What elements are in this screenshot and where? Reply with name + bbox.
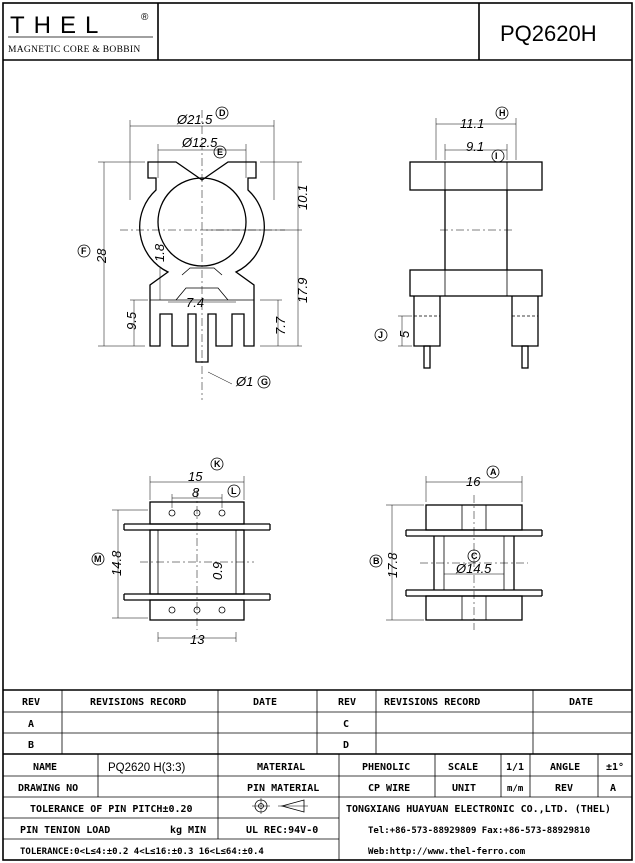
pin-tension-unit: kg MIN <box>170 825 206 836</box>
dim-lower-part: 17.9 <box>295 278 310 303</box>
callout-k: K <box>214 459 221 469</box>
date-header-left: DATE <box>253 697 277 708</box>
side-view: 11.1 H 9.1 I J 5 <box>374 106 543 369</box>
callout-h: H <box>499 108 506 118</box>
dim-pin-length-2: 7.7 <box>273 316 288 335</box>
date-header-right: DATE <box>569 697 593 708</box>
rev-header-right: REV <box>338 697 356 708</box>
end-view: 16 A B 17.8 C Ø14.5 <box>369 465 543 630</box>
dim-pin-length: 9.5 <box>124 311 139 330</box>
rev-row-b: B <box>28 740 34 751</box>
dim-pin-height: 5 <box>397 330 412 338</box>
rev-row-c: C <box>343 719 349 730</box>
name-label: NAME <box>33 762 57 773</box>
rev-row-a: A <box>28 719 34 730</box>
callout-e: E <box>217 147 223 157</box>
pin-material-value: CP WIRE <box>368 783 410 794</box>
unit-label: UNIT <box>452 783 476 794</box>
rev-row-d: D <box>343 740 349 751</box>
dim-top-width: 15 <box>188 469 203 484</box>
drawing-no-label: DRAWING NO <box>18 783 78 794</box>
dim-bottom-width: 13 <box>190 632 205 647</box>
top-view: 15 K 8 L M 14.8 0.9 13 <box>91 457 271 647</box>
revision-table: REV REVISIONS RECORD DATE REV REVISIONS … <box>3 689 632 755</box>
dim-slot-width: 7.4 <box>186 295 204 310</box>
material-value: PHENOLIC <box>362 762 410 773</box>
callout-d: D <box>219 108 226 118</box>
scale-label: SCALE <box>448 762 478 773</box>
title-block: NAME PQ2620 H(3:3) MATERIAL PHENOLIC SCA… <box>3 754 632 860</box>
dim-inner-diameter: Ø12.5 <box>181 135 218 150</box>
dim-side-inner-width: 9.1 <box>466 139 484 154</box>
angle-value: ±1° <box>606 762 624 773</box>
company-name: TONGXIANG HUAYUAN ELECTRONIC CO.,LTD. (T… <box>346 804 611 815</box>
callout-a: A <box>490 467 497 477</box>
callout-b: B <box>373 556 380 566</box>
pitch-tolerance: TOLERANCE OF PIN PITCH±0.20 <box>30 804 193 815</box>
scale-value: 1/1 <box>506 762 524 773</box>
revision-record-header-left: REVISIONS RECORD <box>90 697 186 708</box>
ul-rec: UL REC:94V-0 <box>246 825 318 836</box>
dim-side-outer-width: 11.1 <box>460 116 484 131</box>
callout-l: L <box>231 486 237 496</box>
registered-mark: ® <box>141 12 149 23</box>
part-number: PQ2620H <box>500 21 597 46</box>
dim-end-width: 16 <box>466 474 481 489</box>
callout-g: G <box>261 377 268 387</box>
dim-total-height: 28 <box>94 248 109 264</box>
dim-pin-pitch: 8 <box>192 485 200 500</box>
dim-pin-diameter: Ø1 <box>235 374 253 389</box>
dim-wall: 0.9 <box>210 562 225 580</box>
pin-material-label: PIN MATERIAL <box>247 783 319 794</box>
callout-c: C <box>471 551 478 561</box>
revision-record-header-right: REVISIONS RECORD <box>384 697 480 708</box>
brand-subtitle: MAGNETIC CORE & BOBBIN <box>8 45 140 55</box>
angle-label: ANGLE <box>550 762 580 773</box>
material-label: MATERIAL <box>257 762 305 773</box>
general-tolerance: TOLERANCE:0<L≤4:±0.2 4<L≤16:±0.3 16<L≤64… <box>20 847 264 857</box>
rev-header-left: REV <box>22 697 40 708</box>
dim-top-part: 10.1 <box>295 185 310 210</box>
pin-tension-label: PIN TENION LOAD <box>20 825 110 836</box>
header: THEL ® MAGNETIC CORE & BOBBIN PQ2620H <box>3 3 632 61</box>
callout-j: J <box>378 330 383 340</box>
company-tel-fax: Tel:+86-573-88929809 Fax:+86-573-8892981… <box>368 826 590 836</box>
projection-symbol-icon <box>252 798 308 814</box>
dim-end-height: 17.8 <box>385 552 400 578</box>
front-view: Ø21.5 D Ø12.5 E F 28 10.1 17.9 1.8 7.4 9… <box>77 106 310 400</box>
rev-value: A <box>610 783 616 794</box>
brand-logo: THEL <box>10 12 107 39</box>
dim-top-height: 14.8 <box>109 550 124 576</box>
rev-label: REV <box>555 783 573 794</box>
callout-f: F <box>81 246 87 256</box>
callout-i: I <box>495 151 498 161</box>
dim-outer-diameter: Ø21.5 <box>176 112 213 127</box>
company-web: Web:http://www.thel-ferro.com <box>368 847 526 857</box>
unit-value: m/m <box>507 784 524 794</box>
name-value: PQ2620 H(3:3) <box>108 762 186 774</box>
callout-m: M <box>94 554 102 564</box>
dim-core-diameter: Ø14.5 <box>455 561 492 576</box>
dim-rib: 1.8 <box>152 243 167 262</box>
